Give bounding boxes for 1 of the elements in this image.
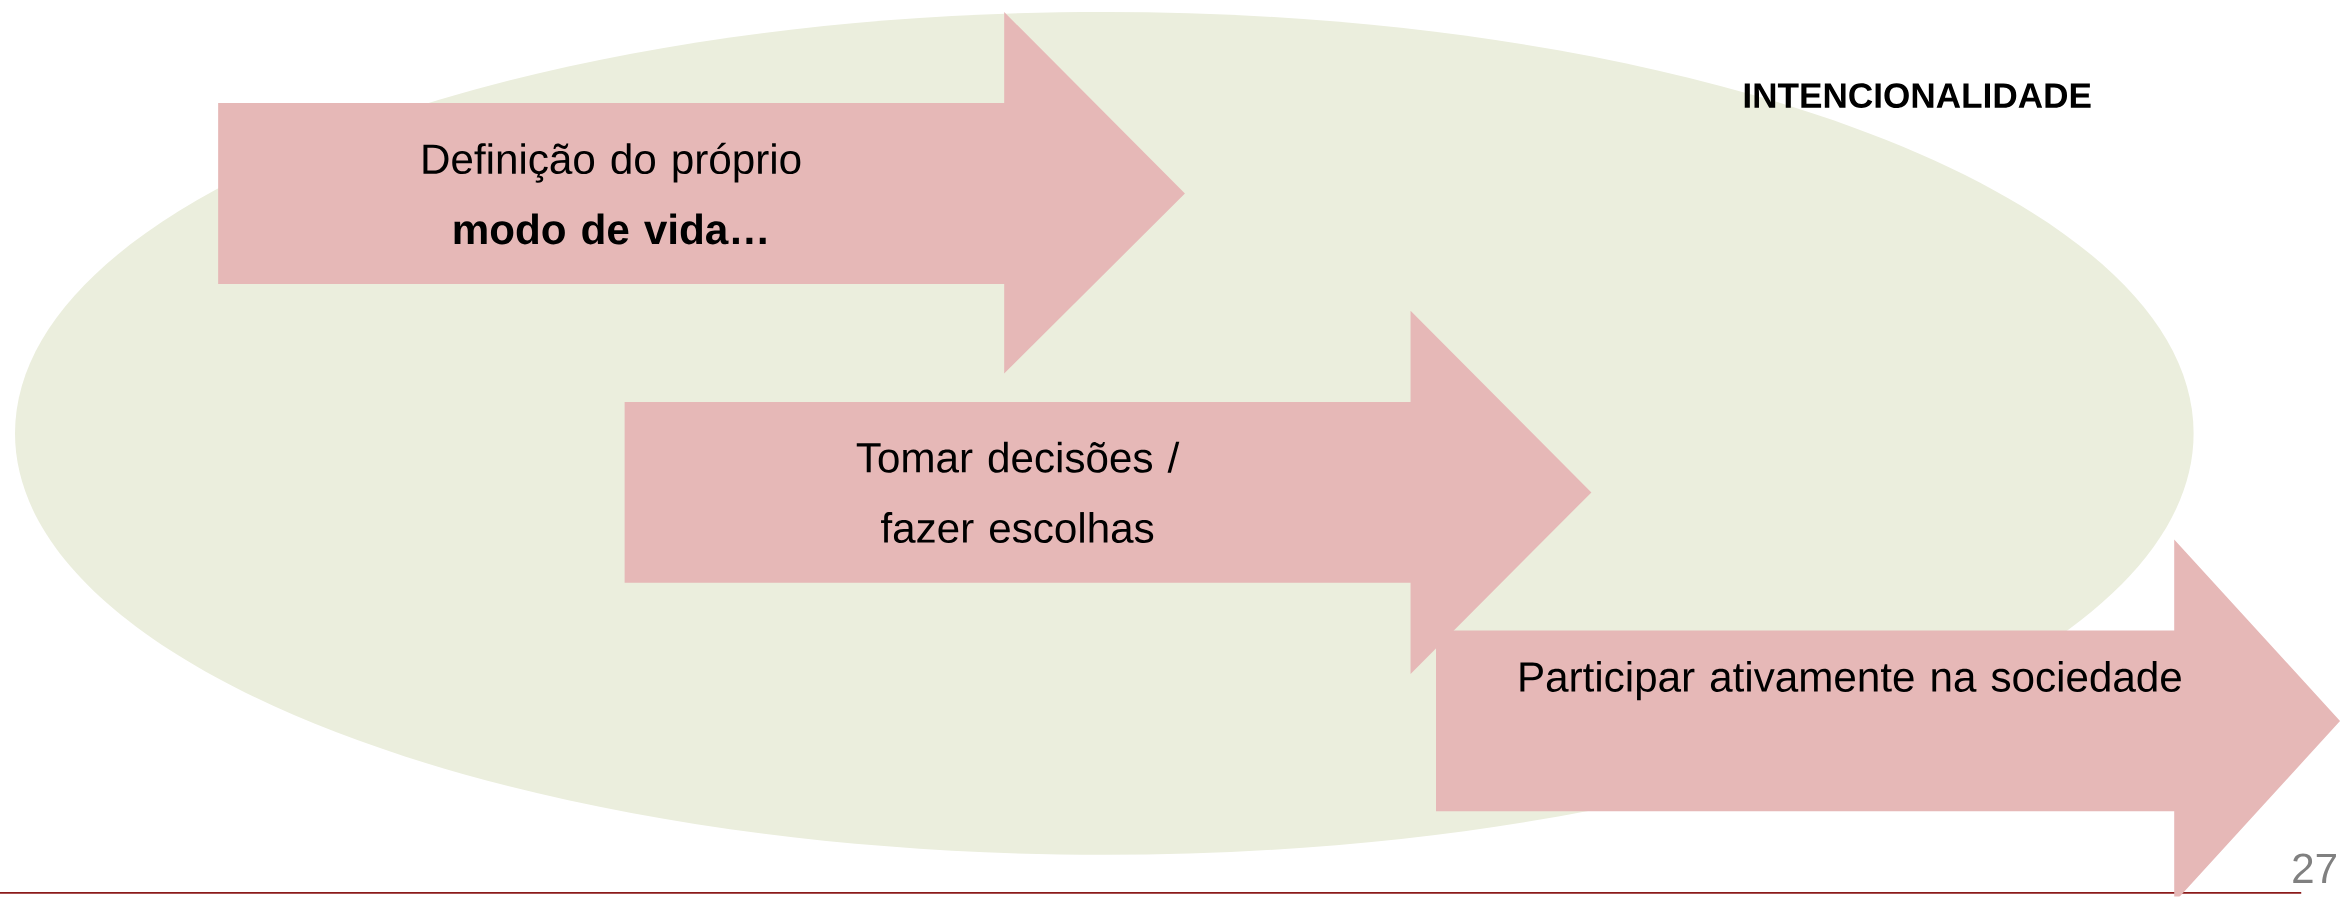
page-number: 27	[2293, 853, 2336, 884]
